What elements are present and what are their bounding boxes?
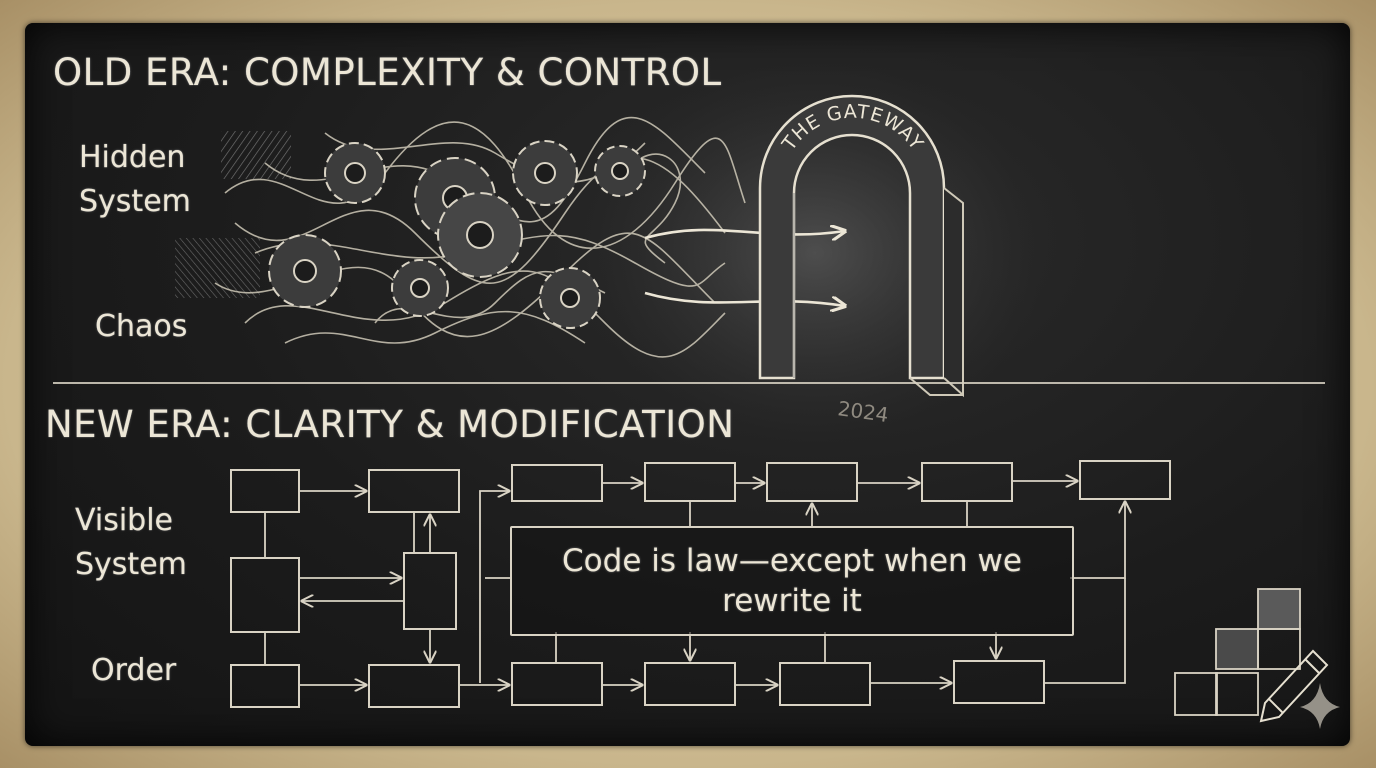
visible-system-label: Visible System (75, 499, 187, 587)
system-label: System (79, 184, 191, 219)
chalkboard: THE GATEWAY 2024 (25, 23, 1350, 746)
flow-box (230, 664, 300, 708)
quote-line-1: Code is law—except when we (562, 543, 1022, 579)
order-label: Order (91, 653, 177, 688)
gateway-arch (758, 94, 964, 398)
staircase-blocks (1174, 588, 1301, 716)
flow-box (511, 464, 603, 502)
flow-box (368, 664, 460, 708)
new-era-heading: NEW ERA: CLARITY & MODIFICATION (45, 403, 735, 446)
chalk-diagram: THE GATEWAY 2024 (53, 63, 1340, 729)
flow-box (230, 469, 300, 513)
visible-label: Visible (75, 503, 173, 538)
flow-box (230, 557, 300, 633)
arrows-into-gateway (644, 230, 845, 306)
flow-box (953, 660, 1045, 704)
chaos-label: Chaos (95, 309, 188, 344)
quote-box: Code is law—except when we rewrite it (510, 526, 1074, 636)
flow-box (368, 469, 460, 513)
old-era-heading: OLD ERA: COMPLEXITY & CONTROL (53, 51, 722, 94)
hidden-system-label: Hidden System (79, 136, 191, 224)
flowchart-connectors (264, 481, 1125, 685)
flow-box (644, 662, 736, 706)
scribble-hatching (175, 131, 291, 298)
flow-box (779, 662, 871, 706)
flow-box (403, 552, 457, 630)
flow-box (1079, 460, 1171, 500)
flow-box (644, 462, 736, 502)
quote-text: Code is law—except when we rewrite it (562, 541, 1022, 621)
gear-icons (268, 140, 646, 329)
flow-box (921, 462, 1013, 502)
pencil-icon (1259, 649, 1329, 723)
flow-box (766, 462, 858, 502)
flow-box (511, 662, 603, 706)
sparkle-icon (1300, 683, 1340, 729)
hidden-label: Hidden (79, 140, 186, 175)
system-label-2: System (75, 547, 187, 582)
quote-line-2: rewrite it (722, 583, 862, 619)
